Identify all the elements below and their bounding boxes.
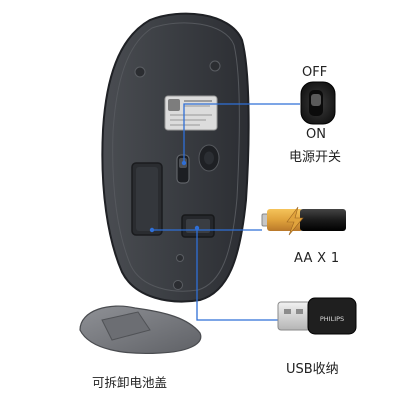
battery-caption: AA X 1 (294, 251, 340, 266)
screw-top-right (209, 60, 221, 72)
screw-mid (176, 254, 184, 262)
callout-lines (149, 103, 300, 321)
usb-storage-caption: USB收纳 (286, 362, 339, 377)
power-switch-caption: 电源开关 (289, 150, 342, 165)
switch-callout-line (183, 103, 300, 163)
aa-battery (261, 206, 346, 236)
lightning-icon (286, 206, 304, 236)
switch-on-label: ON (306, 127, 326, 142)
screw-bottom (173, 280, 183, 290)
battery-compartment (131, 162, 163, 236)
receiver-slot (181, 214, 215, 238)
receiver-callout-line (196, 228, 278, 321)
battery-cover-caption: 可拆卸电池盖 (92, 375, 168, 390)
battery-cover (79, 305, 202, 354)
optical-sensor (198, 144, 220, 172)
switch-closeup (300, 81, 336, 125)
usb-receiver: PHILIPS (277, 297, 357, 335)
switch-off-label: OFF (302, 65, 328, 80)
receiver-brand: PHILIPS (320, 315, 344, 323)
mouse-body (101, 12, 250, 303)
screw-top-left (134, 66, 146, 78)
